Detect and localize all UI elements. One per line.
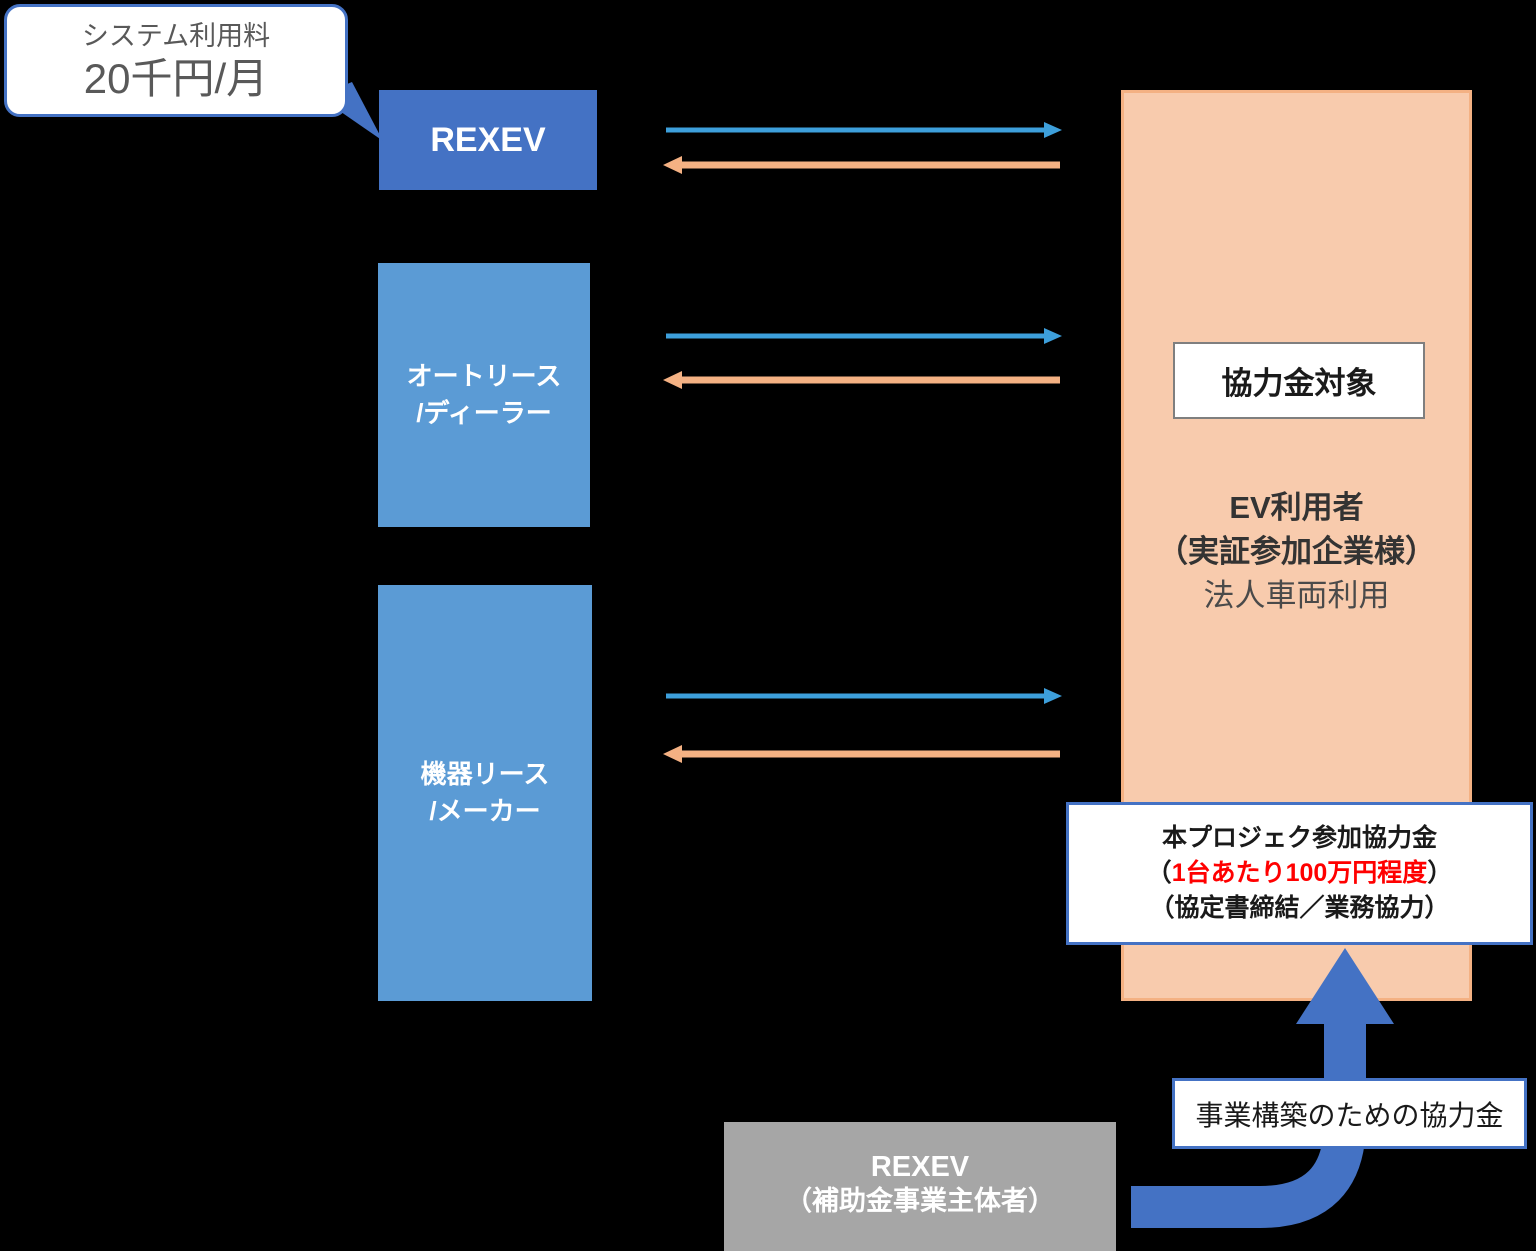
project-fee-line1: 本プロジェク参加協力金 (1161, 824, 1437, 852)
system-fee-title: システム利用料 (81, 20, 271, 51)
flow-arrow-left-icon (663, 745, 1060, 763)
entity-equipment-lease-line1: 機器リース (420, 759, 550, 789)
entity-equipment-lease-line2: /メーカー (429, 796, 541, 826)
project-fee-line2-open: （ (1146, 859, 1172, 887)
flow-arrow-right-icon (666, 122, 1062, 138)
project-fee-line2: （1台あたり100万円程度） (1147, 856, 1453, 891)
project-fee-line3: （協定書締結／業務協力） (1149, 894, 1450, 922)
system-fee-callout: システム利用料 20千円/月 (4, 4, 348, 117)
flow-arrow-right-icon (666, 328, 1062, 344)
project-fee-line2-close: ） (1427, 859, 1453, 887)
cooperation-target-badge-label: 協力金対象 (1221, 366, 1377, 401)
entity-rexev-label: REXEV (430, 120, 546, 159)
entity-auto-lease-line2: /ディーラー (416, 398, 552, 428)
project-fee-line2-amount: 1台あたり100万円程度 (1171, 859, 1428, 887)
system-fee-value: 20千円/月 (83, 54, 269, 102)
flow-arrow-left-icon (663, 156, 1060, 174)
ev-user-name-line1: EV利用者 (1229, 490, 1364, 525)
entity-rexev-subsidy: REXEV （補助金事業主体者） (724, 1122, 1116, 1251)
cooperation-target-badge: 協力金対象 (1173, 342, 1425, 419)
entity-auto-lease-line1: オートリース (406, 361, 562, 391)
entity-auto-lease: オートリース /ディーラー (378, 263, 590, 527)
ev-user-name-line2: （実証参加企業様） (1157, 534, 1436, 569)
entity-rexev-subsidy-line2: （補助金事業主体者） (785, 1186, 1055, 1216)
flow-arrow-left-icon (663, 371, 1060, 389)
entity-rexev: REXEV (379, 90, 597, 190)
entity-equipment-lease: 機器リース /メーカー (378, 585, 592, 1001)
business-fee-label: 事業構築のための協力金 (1195, 1099, 1504, 1131)
entity-rexev-subsidy-line1: REXEV (870, 1151, 970, 1183)
flow-arrow-right-icon (666, 688, 1062, 704)
ev-user-text: EV利用者 （実証参加企業様） 法人車両利用 (1124, 486, 1469, 618)
business-fee-label-box: 事業構築のための協力金 (1172, 1078, 1527, 1149)
project-fee-box: 本プロジェク参加協力金 （1台あたり100万円程度） （協定書締結／業務協力） (1066, 802, 1533, 945)
ev-user-usage: 法人車両利用 (1203, 578, 1390, 613)
